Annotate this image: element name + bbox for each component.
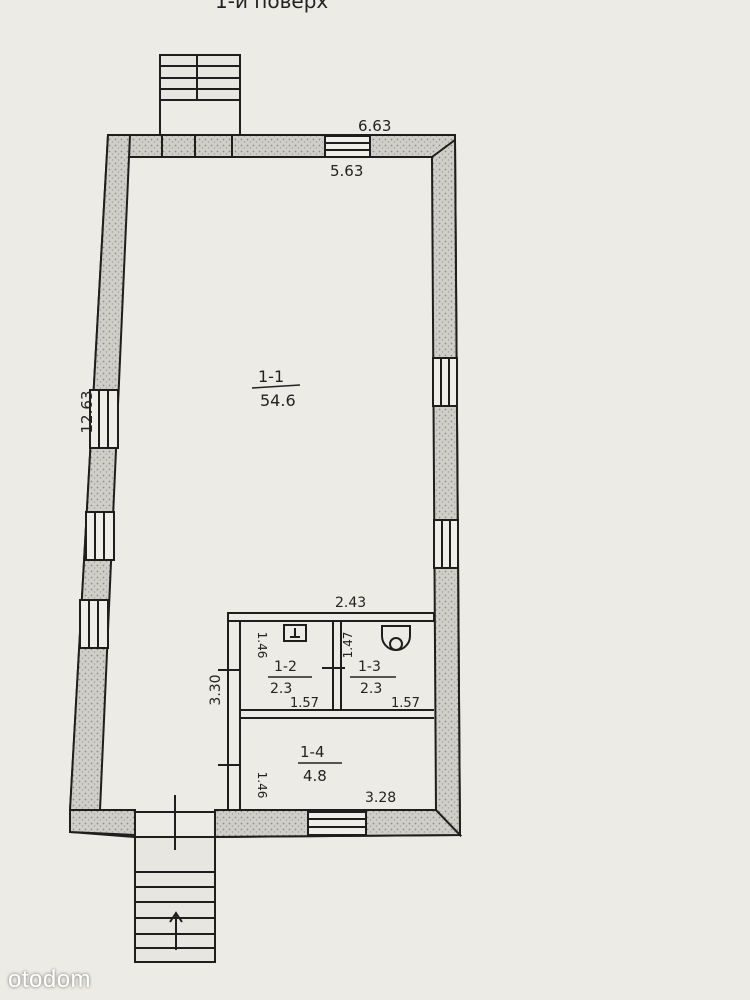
entrance-stair bbox=[134, 795, 216, 963]
top-stair bbox=[159, 54, 241, 157]
floor-header: 1-й поверх bbox=[215, 0, 328, 13]
window-bottom bbox=[307, 811, 367, 836]
room-1-2-area: 2.3 bbox=[270, 681, 292, 697]
dim-room-1-4-height: 1.46 bbox=[255, 772, 269, 799]
labels: 6.63 5.63 12.63 1-1 54.6 2.43 3.30 1.46 … bbox=[78, 117, 420, 806]
dim-partition-top: 2.43 bbox=[335, 595, 366, 611]
dim-room-1-2-height: 1.46 bbox=[255, 632, 269, 659]
window-left-2 bbox=[85, 511, 115, 561]
room-1-2-id: 1-2 bbox=[274, 659, 297, 675]
sink-fixture bbox=[283, 624, 307, 642]
watermark-logo: otodom bbox=[8, 966, 92, 993]
room-1-3-area: 2.3 bbox=[360, 681, 382, 697]
room-1-4-id: 1-4 bbox=[300, 743, 325, 761]
room-1-1-area: 54.6 bbox=[260, 391, 296, 410]
dim-room-1-3-width: 1.57 bbox=[391, 696, 420, 711]
dim-inner-top: 5.63 bbox=[330, 162, 363, 180]
dim-room-1-3-height: 1.47 bbox=[341, 632, 355, 659]
dim-room-1-2-width: 1.57 bbox=[290, 696, 319, 711]
toilet-fixture bbox=[381, 625, 411, 651]
window-left-1 bbox=[89, 389, 119, 449]
dim-room-1-4-width: 3.28 bbox=[365, 790, 396, 806]
room-1-3-id: 1-3 bbox=[358, 659, 381, 675]
interior-partitions bbox=[218, 612, 435, 810]
windows bbox=[79, 135, 459, 836]
room-1-1-id: 1-1 bbox=[258, 367, 284, 386]
window-right-2 bbox=[433, 519, 459, 569]
exterior-walls bbox=[68, 133, 463, 839]
window-right-1 bbox=[432, 357, 458, 407]
dim-left-side: 12.63 bbox=[78, 391, 96, 434]
dim-block-height: 3.30 bbox=[208, 674, 224, 705]
window-left-3 bbox=[79, 599, 109, 649]
dim-outer-top: 6.63 bbox=[358, 117, 391, 135]
window-top bbox=[324, 135, 371, 158]
room-1-4-area: 4.8 bbox=[303, 767, 327, 785]
